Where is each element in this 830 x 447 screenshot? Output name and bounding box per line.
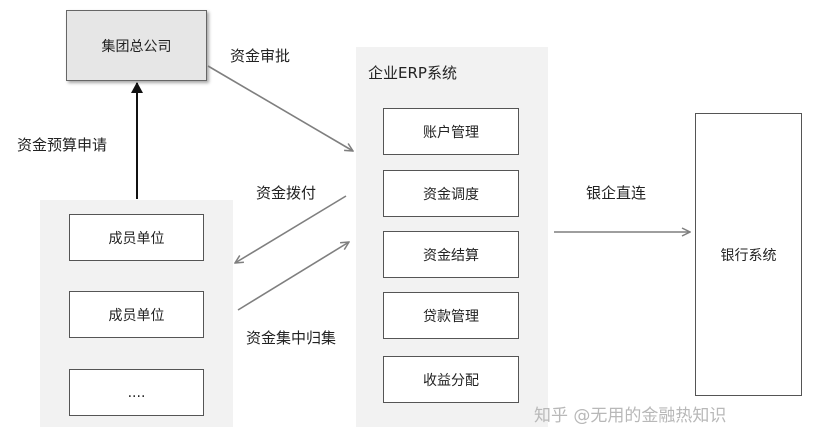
member-unit-box: 成员单位: [69, 291, 204, 338]
erp-module-label: 资金调度: [423, 186, 479, 203]
edge-label-budget-request: 资金预算申请: [17, 136, 108, 154]
erp-module-fund-scheduling: 资金调度: [383, 170, 519, 217]
edge-label-fund-approval: 资金审批: [230, 47, 291, 65]
bank-system-box: 银行系统: [695, 113, 802, 396]
member-unit-label: 成员单位: [108, 307, 165, 324]
edge-label-fund-allocation: 资金拨付: [256, 184, 317, 202]
erp-module-account-management: 账户管理: [383, 108, 519, 155]
member-unit-box: 成员单位: [69, 214, 204, 261]
erp-module-label: 账户管理: [423, 124, 479, 141]
member-unit-ellipsis-label: ....: [127, 384, 146, 401]
bank-system-label: 银行系统: [720, 247, 777, 264]
erp-module-label: 收益分配: [423, 372, 479, 389]
zhihu-watermark: 知乎 @无用的金融热知识: [534, 406, 727, 426]
member-unit-ellipsis-box: ....: [69, 369, 204, 416]
group-hq-box: 集团总公司: [66, 10, 207, 81]
edge-label-fund-centralization: 资金集中归集: [246, 329, 337, 347]
group-hq-label: 集团总公司: [101, 38, 172, 55]
erp-system-title: 企业ERP系统: [368, 64, 457, 82]
erp-module-loan-management: 贷款管理: [383, 292, 519, 339]
member-unit-label: 成员单位: [108, 230, 165, 247]
arrow-fund-centralization: [237, 242, 349, 311]
erp-module-label: 贷款管理: [423, 308, 479, 325]
erp-module-fund-settlement: 资金结算: [383, 231, 519, 278]
arrow-fund-approval: [207, 65, 353, 151]
erp-module-income-distribution: 收益分配: [383, 356, 519, 403]
erp-module-label: 资金结算: [423, 247, 479, 264]
edge-label-bank-direct: 银企直连: [586, 184, 647, 202]
arrow-fund-allocation: [235, 195, 347, 263]
